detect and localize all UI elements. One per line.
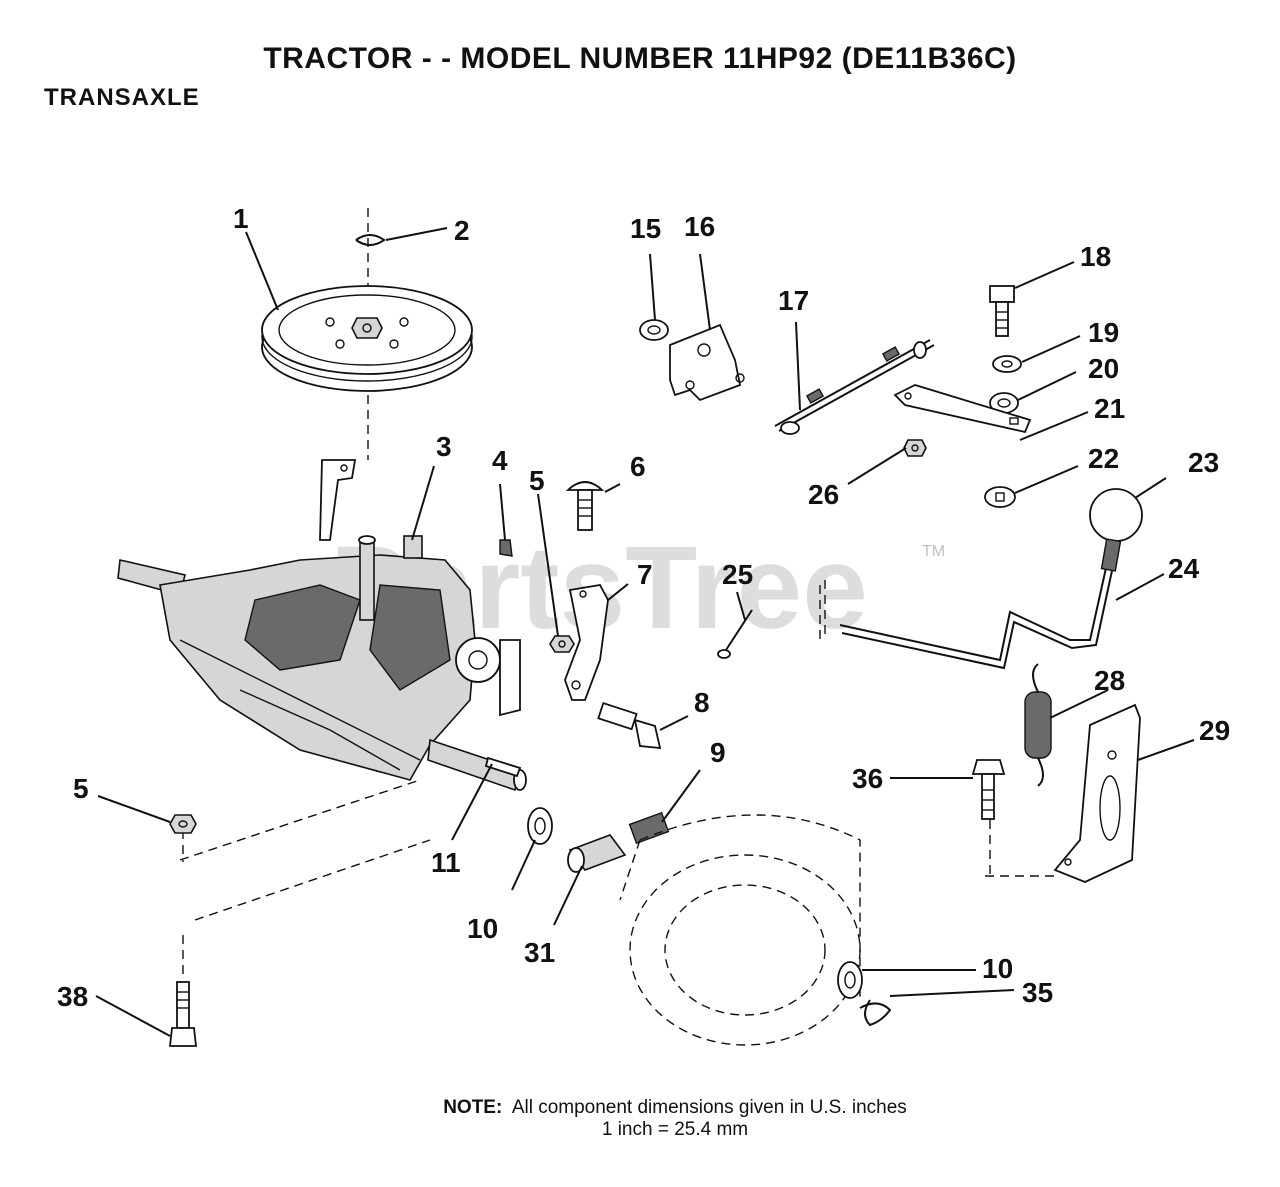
shoulder-bolt [597, 702, 662, 750]
callout-10-right: 10 [982, 953, 1013, 984]
axle-key [484, 756, 522, 778]
carriage-bolt [565, 481, 605, 531]
note-text-1: All component dimensions given in U.S. i… [511, 1097, 907, 1118]
hex-nut-upper [549, 635, 575, 653]
page-title: TRACTOR - - MODEL NUMBER 11HP92 (DE11B36… [263, 42, 1017, 75]
hair-pin-clip [859, 999, 892, 1027]
spring-bracket [1053, 703, 1141, 883]
callout-16: 16 [684, 211, 715, 242]
note-line-2: 1 inch = 25.4 mm [601, 1119, 749, 1140]
callout-6: 6 [630, 451, 646, 482]
callout-9: 9 [710, 737, 726, 768]
callout-22: 22 [1088, 443, 1119, 474]
shift-lever [819, 538, 1122, 670]
callout-23: 23 [1188, 447, 1219, 478]
spacer-sleeve [628, 811, 670, 845]
callout-10-left: 10 [467, 913, 498, 944]
callout-29: 29 [1199, 715, 1230, 746]
axle-bushing [567, 834, 627, 873]
callout-28: 28 [1094, 665, 1125, 696]
shift-arm [893, 384, 1032, 434]
hex-bolt-lower [168, 981, 198, 1047]
woodruff-key [499, 539, 513, 557]
section-title: TRANSAXLE [44, 84, 200, 111]
callout-24: 24 [1168, 553, 1200, 584]
note-label: NOTE: [443, 1097, 503, 1118]
callout-17: 17 [778, 285, 809, 316]
square-washer [984, 486, 1016, 508]
callout-26: 26 [808, 479, 839, 510]
pivot-bracket [669, 323, 745, 402]
callout-25: 25 [722, 559, 753, 590]
callout-38: 38 [57, 981, 88, 1012]
extension-spring [1024, 663, 1052, 787]
flat-washer [527, 807, 553, 845]
callout-11: 11 [431, 847, 461, 878]
shoulder-screw [971, 759, 1006, 820]
note-line-1: NOTE: All component dimensions given in … [0, 1097, 1280, 1119]
assembly-guide-lines [179, 208, 1060, 975]
shift-knob [1089, 488, 1143, 542]
callout-labels: 1 2 3 4 5 5 6 7 8 9 10 10 11 15 16 17 18… [57, 203, 1230, 1012]
callout-7: 7 [637, 559, 653, 590]
callout-2: 2 [454, 215, 470, 246]
hex-bolt [989, 285, 1015, 337]
cotter-pin [717, 609, 753, 659]
callout-1: 1 [233, 203, 249, 234]
callout-4: 4 [492, 445, 508, 476]
wheel-washer [837, 961, 863, 999]
callout-36: 36 [852, 763, 883, 794]
callout-21: 21 [1094, 393, 1125, 424]
callout-15: 15 [630, 213, 661, 244]
pulley [261, 285, 473, 392]
leader-lines [95, 227, 1195, 1037]
callout-8: 8 [694, 687, 710, 718]
callout-20: 20 [1088, 353, 1119, 384]
callout-19: 19 [1088, 317, 1119, 348]
callout-18: 18 [1080, 241, 1111, 272]
transaxle-housing [117, 459, 527, 792]
hex-nut-arm [903, 439, 927, 457]
shift-shaft [774, 339, 935, 435]
callout-5-upper: 5 [529, 465, 545, 496]
callout-3: 3 [436, 431, 452, 462]
callout-31: 31 [524, 937, 555, 968]
rear-tire [619, 814, 861, 1046]
shift-bracket [564, 584, 609, 701]
callout-35: 35 [1022, 977, 1053, 1008]
dimension-note: NOTE: All component dimensions given in … [0, 1097, 1280, 1141]
watermark-trademark: TM [922, 543, 945, 560]
lock-washer [992, 355, 1022, 373]
hex-nut-lower [169, 814, 197, 834]
bushing-washer [639, 319, 669, 341]
callout-5-lower: 5 [73, 773, 89, 804]
e-ring-clip [355, 234, 386, 246]
